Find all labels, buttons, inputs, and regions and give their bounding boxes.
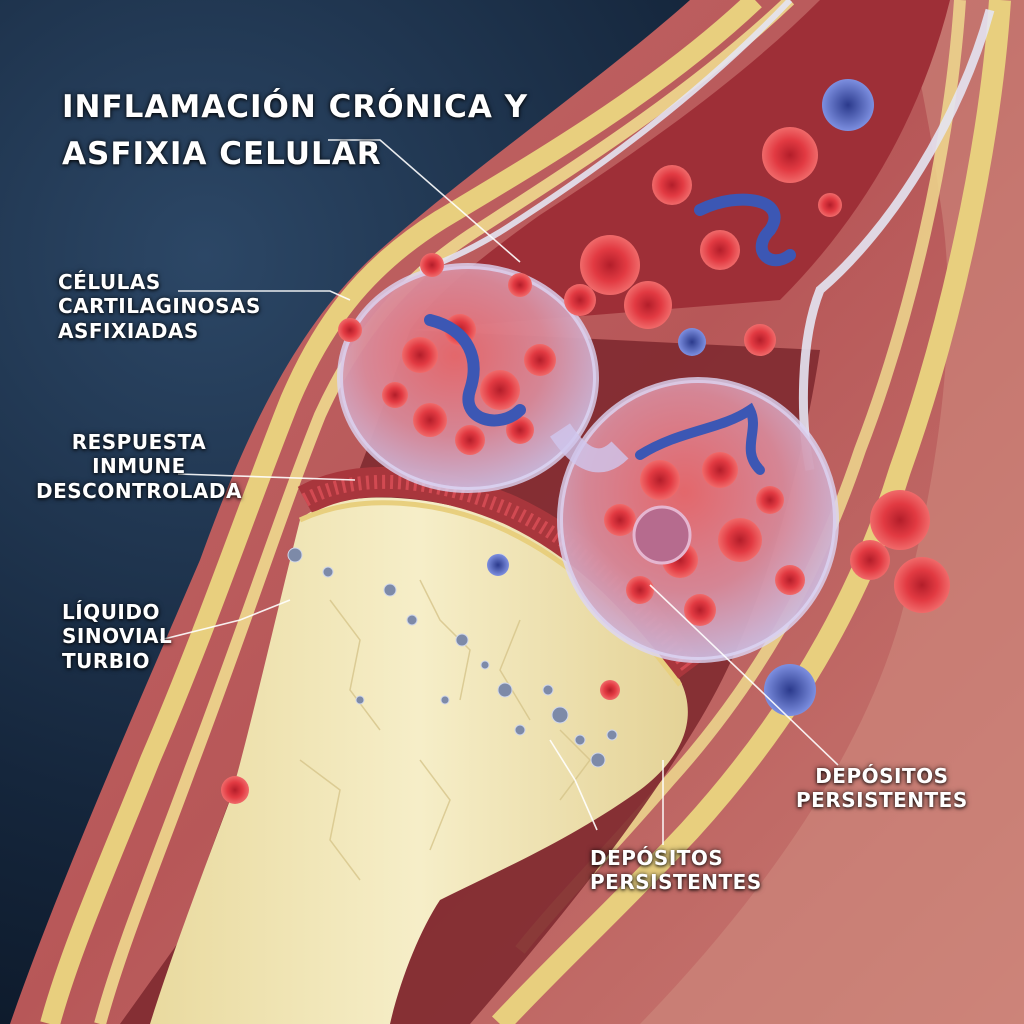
title-line-2: ASFIXIA CELULAR [62,135,382,172]
label-deposits-bottom: DEPÓSITOS PERSISTENTES [590,846,762,895]
label-immune-response: RESPUESTA INMUNE DESCONTROLADA [36,430,242,503]
label-deposits-bottom-line-2: PERSISTENTES [590,870,762,895]
label-synovial-fluid: LÍQUIDO SINOVIAL TURBIO [62,600,172,673]
label-cartilage-line-3: ASFIXIADAS [58,318,199,343]
title-line-1: INFLAMACIÓN CRÓNICA Y [62,89,529,125]
label-cartilage-line-2: CARTILAGINOSAS [58,294,261,319]
diagram-title: INFLAMACIÓN CRÓNICA Y ASFIXIA CELULAR [62,84,528,177]
label-synovial-line-2: SINOVIAL [62,624,173,649]
label-deposits-right: DEPÓSITOS PERSISTENTES [796,764,968,813]
label-synovial-line-1: LÍQUIDO [62,600,160,624]
label-cartilage-line-1: CÉLULAS [58,270,161,294]
label-cartilage-cells: CÉLULAS CARTILAGINOSAS ASFIXIADAS [58,270,261,343]
label-immune-line-3: DESCONTROLADA [36,478,242,503]
label-deposits-right-line-2: PERSISTENTES [796,788,968,813]
label-deposits-right-line-1: DEPÓSITOS [815,764,949,788]
label-immune-line-2: INMUNE [92,454,186,479]
label-immune-line-1: RESPUESTA [71,430,207,454]
label-synovial-line-3: TURBIO [62,648,150,673]
label-deposits-bottom-line-1: DEPÓSITOS [590,846,724,870]
